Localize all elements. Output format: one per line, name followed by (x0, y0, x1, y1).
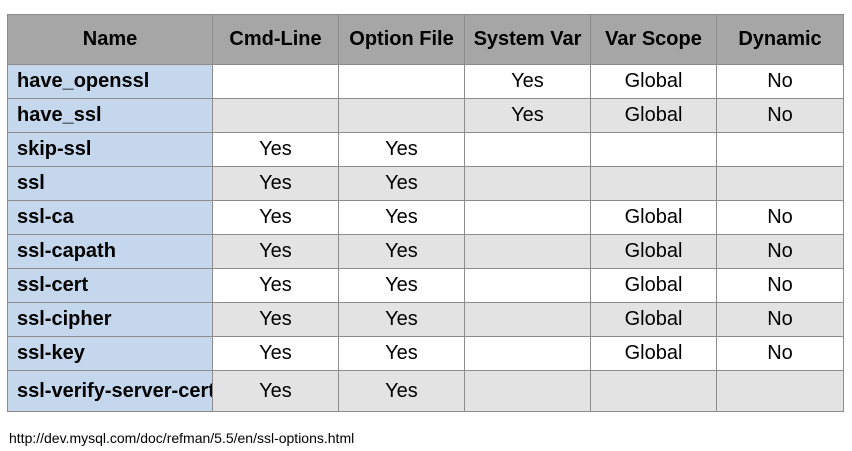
cell-dynamic: No (716, 336, 844, 371)
cell-system-var (464, 370, 591, 412)
cell-system-var (464, 234, 591, 269)
cell-cmd-line (212, 64, 339, 99)
cell-option-file: Yes (338, 166, 465, 201)
table-row: ssl-cipher Yes Yes Global No (7, 302, 844, 337)
cell-name: ssl-verify-server-cert (7, 370, 213, 412)
cell-dynamic: No (716, 64, 844, 99)
cell-option-file: Yes (338, 336, 465, 371)
cell-var-scope (590, 370, 717, 412)
header-cmd-line: Cmd-Line (212, 14, 339, 65)
table-row: ssl-cert Yes Yes Global No (7, 268, 844, 303)
cell-dynamic: No (716, 200, 844, 235)
cell-cmd-line: Yes (212, 234, 339, 269)
cell-dynamic: No (716, 234, 844, 269)
cell-option-file: Yes (338, 234, 465, 269)
cell-system-var (464, 268, 591, 303)
cell-system-var: Yes (464, 64, 591, 99)
cell-option-file: Yes (338, 268, 465, 303)
cell-dynamic: No (716, 268, 844, 303)
header-option-file: Option File (338, 14, 465, 65)
cell-name: ssl-ca (7, 200, 213, 235)
header-var-scope: Var Scope (590, 14, 717, 65)
table-row: ssl-capath Yes Yes Global No (7, 234, 844, 269)
cell-option-file (338, 64, 465, 99)
cell-system-var (464, 200, 591, 235)
cell-name: have_ssl (7, 98, 213, 133)
cell-name: skip-ssl (7, 132, 213, 167)
header-system-var: System Var (464, 14, 591, 65)
table-row: ssl-ca Yes Yes Global No (7, 200, 844, 235)
cell-name: have_openssl (7, 64, 213, 99)
cell-name: ssl-cipher (7, 302, 213, 337)
header-dynamic: Dynamic (716, 14, 844, 65)
cell-name: ssl-capath (7, 234, 213, 269)
cell-option-file: Yes (338, 302, 465, 337)
cell-cmd-line (212, 98, 339, 133)
cell-system-var (464, 132, 591, 167)
cell-dynamic (716, 166, 844, 201)
ssl-options-table: Name Cmd-Line Option File System Var Var… (7, 14, 844, 412)
cell-option-file: Yes (338, 200, 465, 235)
cell-var-scope (590, 132, 717, 167)
cell-cmd-line: Yes (212, 336, 339, 371)
table-header-row: Name Cmd-Line Option File System Var Var… (7, 14, 844, 65)
table-row: ssl-key Yes Yes Global No (7, 336, 844, 371)
cell-name: ssl (7, 166, 213, 201)
cell-option-file: Yes (338, 370, 465, 412)
cell-cmd-line: Yes (212, 268, 339, 303)
cell-dynamic (716, 370, 844, 412)
cell-dynamic (716, 132, 844, 167)
cell-var-scope: Global (590, 200, 717, 235)
cell-var-scope: Global (590, 98, 717, 133)
cell-var-scope: Global (590, 268, 717, 303)
cell-system-var (464, 336, 591, 371)
cell-var-scope: Global (590, 302, 717, 337)
cell-cmd-line: Yes (212, 166, 339, 201)
table-row: ssl-verify-server-cert Yes Yes (7, 370, 844, 412)
cell-cmd-line: Yes (212, 132, 339, 167)
cell-dynamic: No (716, 302, 844, 337)
cell-var-scope: Global (590, 234, 717, 269)
cell-option-file (338, 98, 465, 133)
cell-cmd-line: Yes (212, 370, 339, 412)
cell-name: ssl-key (7, 336, 213, 371)
cell-option-file: Yes (338, 132, 465, 167)
table-row: ssl Yes Yes (7, 166, 844, 201)
cell-system-var: Yes (464, 98, 591, 133)
table-row: have_ssl Yes Global No (7, 98, 844, 133)
cell-system-var (464, 302, 591, 337)
cell-cmd-line: Yes (212, 302, 339, 337)
cell-name: ssl-cert (7, 268, 213, 303)
header-name: Name (7, 14, 213, 65)
cell-var-scope: Global (590, 64, 717, 99)
cell-dynamic: No (716, 98, 844, 133)
cell-system-var (464, 166, 591, 201)
source-url: http://dev.mysql.com/doc/refman/5.5/en/s… (9, 430, 355, 446)
table-row: have_openssl Yes Global No (7, 64, 844, 99)
cell-cmd-line: Yes (212, 200, 339, 235)
cell-var-scope: Global (590, 336, 717, 371)
table-row: skip-ssl Yes Yes (7, 132, 844, 167)
cell-var-scope (590, 166, 717, 201)
